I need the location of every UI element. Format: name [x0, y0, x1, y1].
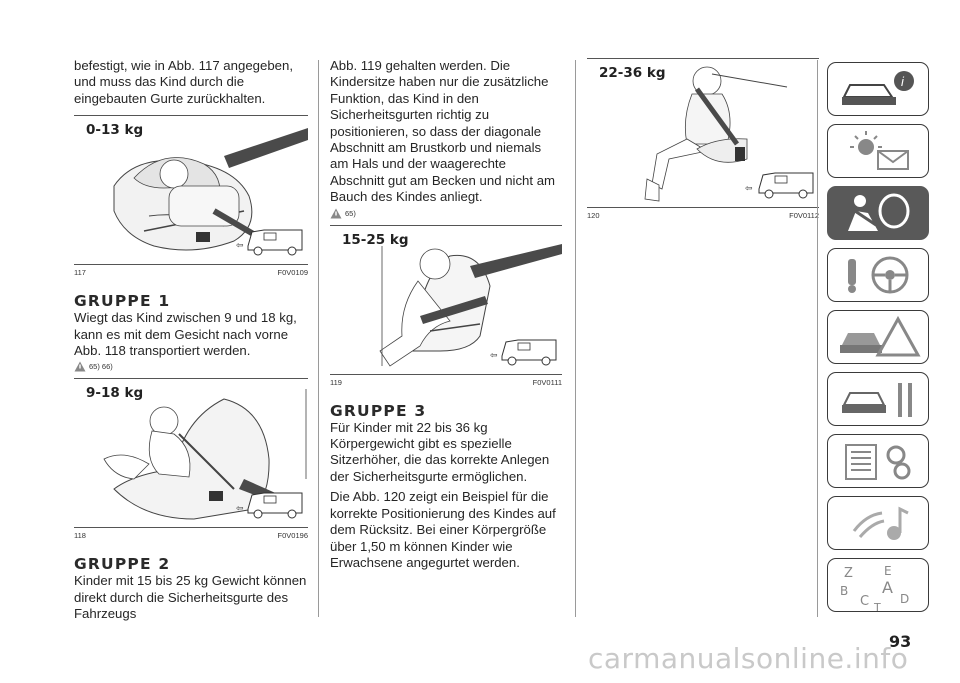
airbag-seat-icon — [848, 193, 910, 231]
tab-car-info[interactable]: i — [827, 62, 929, 116]
specs-gears-icon — [845, 444, 911, 480]
figure-117: 0-13 kg ⇦ — [74, 115, 308, 266]
warning-reference: 65) — [330, 208, 562, 219]
tab-starting-driving[interactable] — [827, 248, 929, 302]
index-letter: D — [900, 592, 909, 606]
figure-weight-label: 0-13 kg — [86, 122, 144, 139]
figure-number: 118 — [74, 531, 86, 541]
van-icon — [501, 339, 557, 366]
index-letter: A — [882, 578, 893, 597]
figure-weight-label: 9-18 kg — [86, 385, 144, 402]
column-divider — [575, 60, 576, 617]
group-3-heading: GRUPPE 3 — [330, 401, 427, 420]
svg-text:⇦: ⇦ — [745, 183, 753, 193]
sidebar-divider — [817, 60, 818, 617]
tab-index[interactable]: Z E B A C T D — [827, 558, 929, 613]
figure-number: 117 — [74, 268, 86, 278]
warning-triangle-icon — [330, 208, 342, 219]
index-letter: Z — [844, 566, 853, 581]
figure-118-caption: 118 F0V0196 — [74, 531, 308, 540]
tab-maintenance[interactable] — [827, 372, 929, 426]
booster-seat-illustration: ⇦ — [379, 243, 562, 367]
svg-text:⇦: ⇦ — [490, 350, 498, 360]
index-letter: T — [873, 601, 881, 613]
column-divider — [318, 60, 319, 617]
tab-emergency[interactable] — [827, 310, 929, 364]
accident-warning-icon — [840, 315, 921, 357]
index-letter: C — [860, 594, 869, 609]
warning-triangle-icon — [74, 361, 86, 372]
page-number: 93 — [889, 632, 912, 651]
warning-reference: 65) 66) — [74, 361, 308, 372]
figure-118: 9-18 kg ⇦ — [74, 378, 308, 529]
right-column: 22-36 kg ⇦ 120 F0V0112 — [587, 58, 819, 220]
figure-code: F0V0111 — [532, 377, 562, 387]
maintenance-tools-icon — [842, 383, 912, 417]
tab-multimedia[interactable] — [827, 496, 929, 550]
figure-120: 22-36 kg ⇦ — [587, 58, 819, 208]
index-letter: B — [840, 584, 848, 598]
van-icon — [247, 492, 303, 519]
tab-warning-lights[interactable] — [827, 124, 929, 178]
figure-number: 119 — [330, 377, 342, 387]
group-2-heading: GRUPPE 2 — [74, 555, 171, 574]
van-icon — [247, 229, 303, 256]
older-child-seat-illustration: ⇦ — [644, 66, 814, 202]
figure-weight-label: 15-25 kg — [342, 231, 409, 248]
svg-text:⇦: ⇦ — [236, 240, 244, 250]
figure-119-caption: 119 F0V0111 — [330, 378, 562, 387]
group-1-heading: GRUPPE 1 — [74, 292, 171, 311]
figure-number: 120 — [587, 211, 600, 220]
figure-weight-label: 22-36 kg — [599, 65, 666, 81]
index-alphabet-icon: Z E B A C T D — [840, 564, 909, 613]
figure-120-caption: 120 F0V0112 — [587, 211, 819, 220]
index-letter: E — [884, 564, 892, 578]
figure-117-caption: 117 F0V0109 — [74, 268, 308, 277]
steering-key-icon — [848, 256, 909, 294]
figure-code: F0V0196 — [277, 531, 308, 541]
warning-lights-icon — [850, 131, 909, 170]
left-column: befestigt, wie in Abb. 117 angegeben, un… — [74, 58, 308, 623]
group-1-text: Wiegt das Kind zwischen 9 und 18 kg, kan… — [74, 310, 297, 359]
svg-text:i: i — [901, 74, 905, 89]
group-2-continued-text: Abb. 119 gehalten werden. Die Kindersitz… — [330, 58, 556, 205]
svg-text:⇦: ⇦ — [236, 503, 244, 513]
figure-code: F0V0112 — [789, 211, 819, 220]
van-icon — [758, 172, 814, 199]
tab-safety[interactable] — [827, 186, 929, 240]
figure-119: 15-25 kg ⇦ — [330, 224, 562, 375]
group-2-text: Kinder mit 15 bis 25 kg Gewicht können d… — [74, 573, 307, 622]
infant-seat-illustration: ⇦ — [113, 128, 308, 256]
group-3-text-2: Die Abb. 120 zeigt ein Beispiel für die … — [330, 489, 556, 570]
group-3-text: Für Kinder mit 22 bis 36 kg Körpergewich… — [330, 419, 550, 484]
middle-column: Abb. 119 gehalten werden. Die Kindersitz… — [330, 58, 562, 571]
figure-code: F0V0109 — [277, 268, 308, 278]
intro-text: befestigt, wie in Abb. 117 angegeben, un… — [74, 58, 293, 106]
car-info-icon: i — [842, 71, 914, 105]
tab-technical-data[interactable] — [827, 434, 929, 488]
watermark: carmanualsonline.info — [588, 642, 909, 675]
toddler-seat-illustration: ⇦ — [103, 389, 307, 520]
multimedia-icon — [852, 506, 909, 540]
